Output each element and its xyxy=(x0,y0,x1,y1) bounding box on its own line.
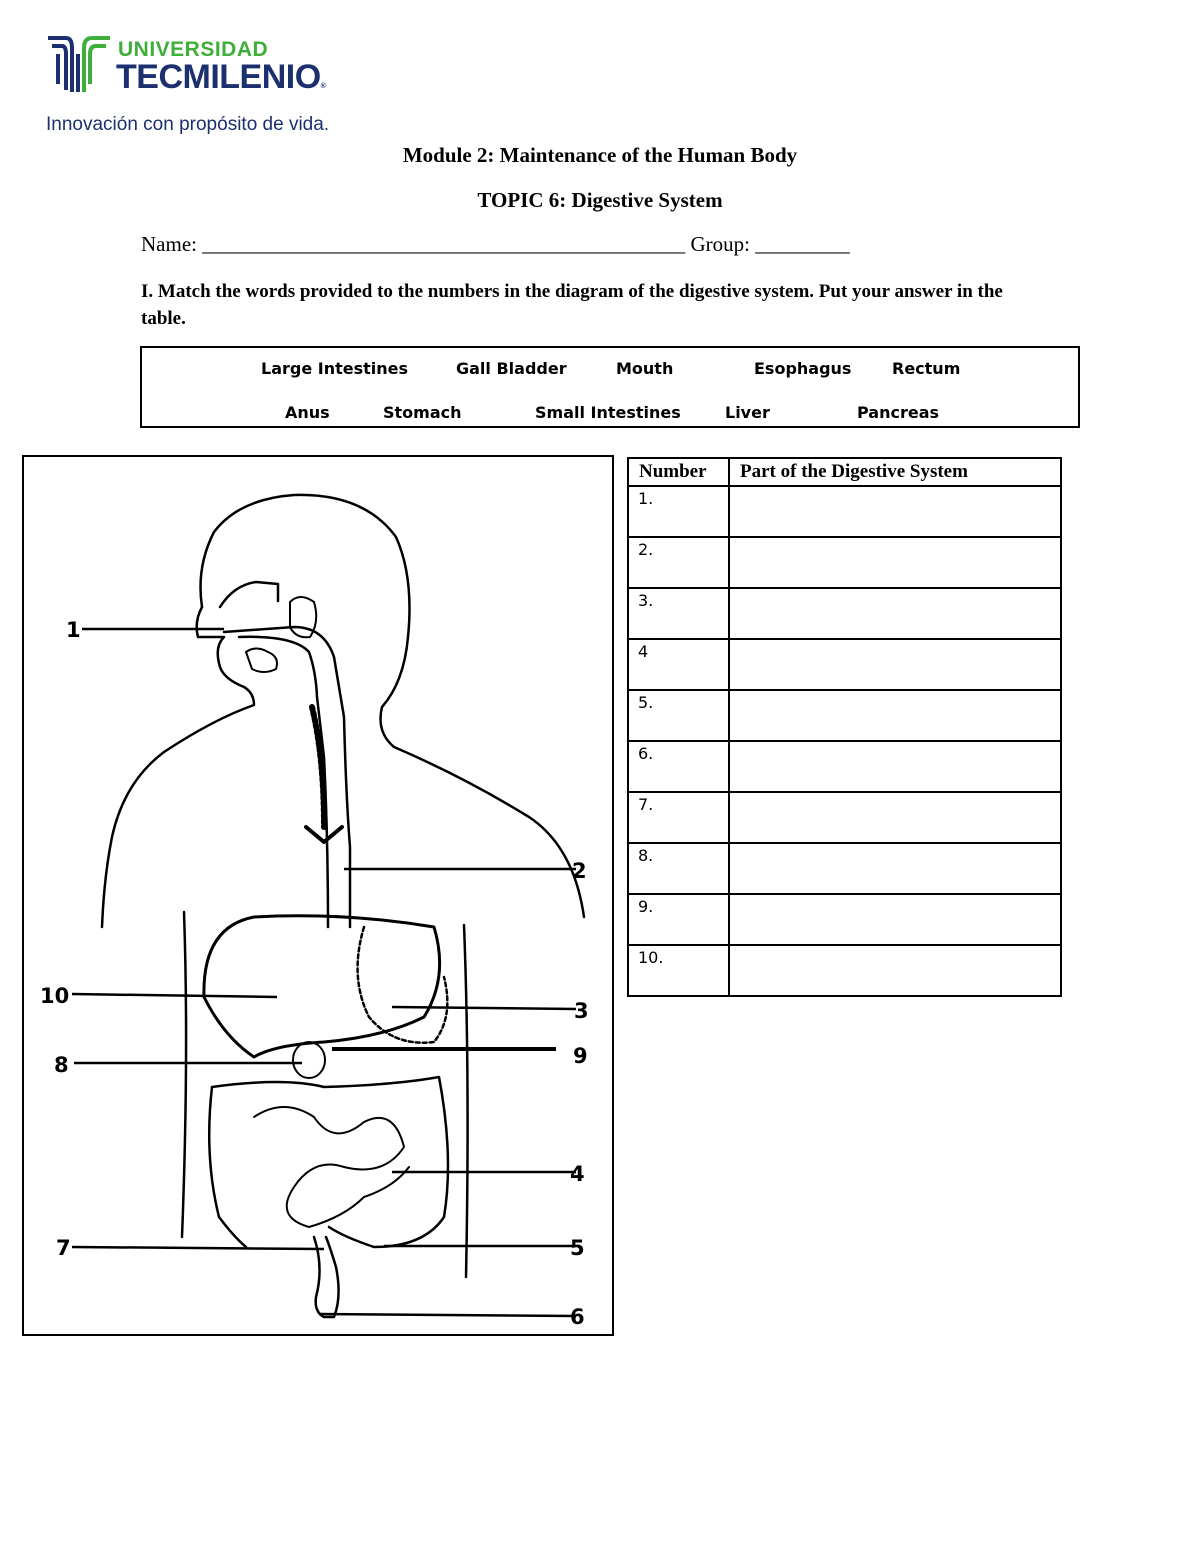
diagram-label-10: 10 xyxy=(40,984,69,1008)
diagram-label-8: 8 xyxy=(54,1053,69,1077)
answer-cell[interactable] xyxy=(728,485,1062,538)
answer-cell[interactable] xyxy=(728,944,1062,997)
word-mouth: Mouth xyxy=(616,359,674,378)
logo-university-text: UNIVERSIDAD xyxy=(118,38,269,61)
table-row: 4 xyxy=(627,638,1062,691)
logo-registered-mark: ® xyxy=(320,83,326,90)
word-rectum: Rectum xyxy=(892,359,961,378)
word-small-intestines: Small Intestines xyxy=(535,403,681,422)
row-number: 1. xyxy=(627,485,730,538)
diagram-label-6: 6 xyxy=(570,1305,585,1329)
answer-cell[interactable] xyxy=(728,842,1062,895)
row-number: 2. xyxy=(627,536,730,589)
row-number: 3. xyxy=(627,587,730,640)
diagram-label-7: 7 xyxy=(56,1236,71,1260)
diagram-label-1: 1 xyxy=(66,618,81,642)
word-esophagus: Esophagus xyxy=(754,359,852,378)
tecmilenio-logo-icon xyxy=(48,36,110,92)
answer-cell[interactable] xyxy=(728,536,1062,589)
diagram-label-2: 2 xyxy=(572,859,587,883)
module-title: Module 2: Maintenance of the Human Body xyxy=(402,143,798,167)
logo-slogan: Innovación con propósito de vida. xyxy=(46,114,330,135)
answer-cell[interactable] xyxy=(728,740,1062,793)
table-row: 9. xyxy=(627,893,1062,946)
table-row: 10. xyxy=(627,944,1062,997)
row-number: 4 xyxy=(627,638,730,691)
table-row: 5. xyxy=(627,689,1062,742)
table-row: 8. xyxy=(627,842,1062,895)
answer-cell[interactable] xyxy=(728,689,1062,742)
table-row: 1. xyxy=(627,485,1062,538)
instructions-text: I. Match the words provided to the numbe… xyxy=(141,281,1003,329)
table-row: 6. xyxy=(627,740,1062,793)
row-number: 8. xyxy=(627,842,730,895)
table-header-row: Number Part of the Digestive System xyxy=(627,457,1062,487)
diagram-label-3: 3 xyxy=(574,999,589,1023)
answer-table: Number Part of the Digestive System 1. 2… xyxy=(627,457,1062,997)
row-number: 7. xyxy=(627,791,730,844)
column-header-number: Number xyxy=(627,457,730,487)
word-large-intestines: Large Intestines xyxy=(261,359,409,378)
table-row: 3. xyxy=(627,587,1062,640)
diagram-label-4: 4 xyxy=(570,1162,585,1186)
word-liver: Liver xyxy=(725,403,770,422)
column-header-part: Part of the Digestive System xyxy=(728,457,1062,487)
logo-tecmilenio-text: TECMILENIO® xyxy=(116,58,326,97)
word-gall-bladder: Gall Bladder xyxy=(456,359,567,378)
diagram-label-5: 5 xyxy=(570,1236,585,1260)
digestive-system-diagram: 1 2 3 4 5 6 7 8 9 10 xyxy=(22,455,614,1336)
row-number: 10. xyxy=(627,944,730,997)
row-number: 5. xyxy=(627,689,730,742)
answer-cell[interactable] xyxy=(728,638,1062,691)
logo-name: TECMILENIO xyxy=(116,58,321,96)
answer-cell[interactable] xyxy=(728,791,1062,844)
topic-title: TOPIC 6: Digestive System xyxy=(477,188,723,212)
diagram-label-9: 9 xyxy=(573,1044,588,1068)
body-outline-illustration: 1 2 3 4 5 6 7 8 9 10 xyxy=(40,493,589,1329)
university-logo: UNIVERSIDAD TECMILENIO® Innovación con p… xyxy=(44,34,364,144)
answer-cell[interactable] xyxy=(728,893,1062,946)
word-bank: Large Intestines Gall Bladder Mouth Esop… xyxy=(140,346,1080,428)
word-pancreas: Pancreas xyxy=(857,403,940,422)
row-number: 9. xyxy=(627,893,730,946)
name-group-field[interactable]: Name: __________________________________… xyxy=(141,232,850,256)
word-anus: Anus xyxy=(285,403,330,422)
table-row: 7. xyxy=(627,791,1062,844)
answer-cell[interactable] xyxy=(728,587,1062,640)
row-number: 6. xyxy=(627,740,730,793)
word-stomach: Stomach xyxy=(383,403,462,422)
table-row: 2. xyxy=(627,536,1062,589)
